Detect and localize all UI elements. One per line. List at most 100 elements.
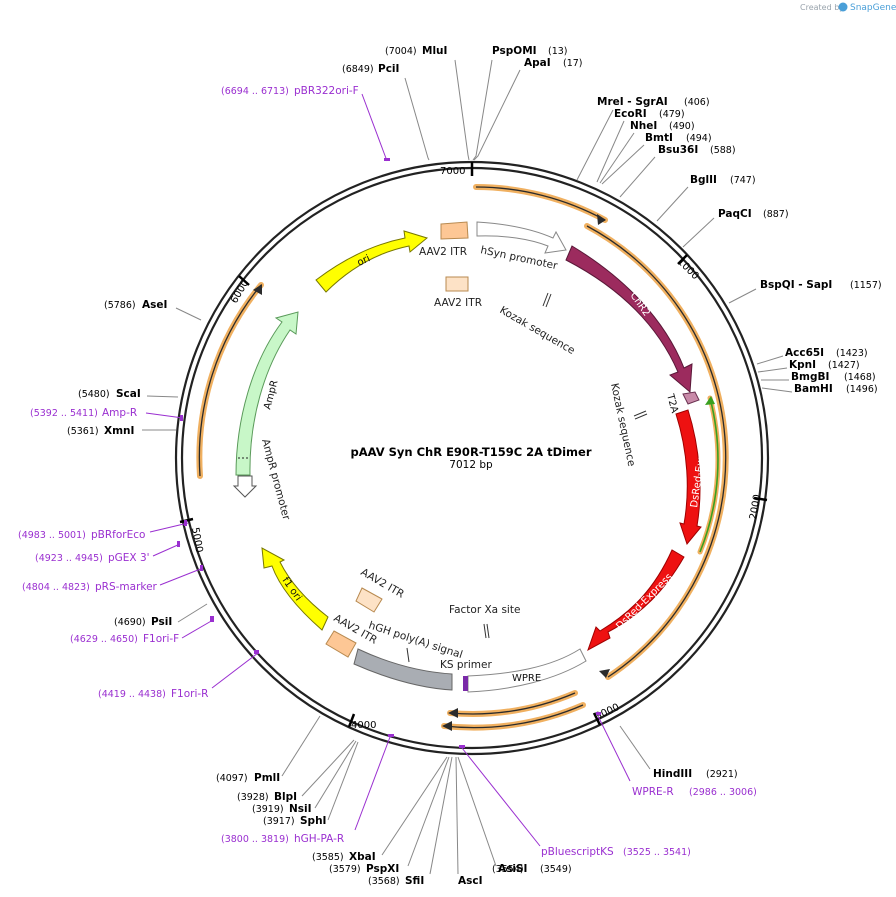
enzyme-pos-psii: (4690): [114, 617, 146, 628]
label-aav2-itr-mid: AAV2 ITR: [434, 297, 482, 309]
mark-pbrforeco: [184, 520, 187, 526]
primer-marks: [177, 158, 601, 748]
feature-dsred-2: [587, 549, 685, 652]
enzyme-name-bamhi: BamHI: [794, 383, 833, 395]
mark-f1ori-r: [254, 650, 259, 654]
enzyme-name-scai: ScaI: [116, 388, 141, 400]
arrowhead-green: [705, 396, 715, 405]
orf-arc-2-line: [586, 225, 727, 678]
tick-label-1000: 1000: [675, 256, 701, 282]
arrowhead-2: [599, 669, 610, 678]
mark-wpre-r: [596, 712, 601, 715]
tick-marks: [179, 162, 768, 728]
mark-f1ori-f: [210, 616, 214, 622]
leader-scai: [146, 395, 179, 398]
primer-name-f1ori-r: F1ori-R: [171, 688, 208, 700]
leader-nhei: [599, 132, 635, 184]
enzyme-pos-apai: (17): [563, 58, 583, 69]
feature-hsyn-promoter: [476, 221, 567, 254]
feature-aav2-itr-mid: [445, 276, 469, 292]
enzyme-name-sphi: SphI: [300, 815, 326, 827]
leader-asisi: [457, 756, 497, 867]
enzyme-pos-asei: (5786): [104, 300, 136, 311]
primer-name-pgex3: pGEX 3': [108, 552, 150, 564]
enzyme-name-ecori: EcoRI: [614, 108, 647, 120]
primer-name-prs-marker: pRS-marker: [95, 581, 158, 593]
enzyme-pos-kpni: (1427): [828, 360, 860, 371]
leader-bmti: [601, 144, 645, 185]
tick-label-7000: 7000: [440, 166, 465, 177]
mark-hgh-pa-r: [388, 734, 394, 737]
enzyme-name-asei: AseI: [142, 299, 167, 311]
enzyme-name-paqci: PaqCI: [718, 208, 752, 220]
leader-bglii: [656, 186, 689, 222]
enzyme-pos-bspqi: (1157): [850, 280, 882, 291]
tick-2000: [753, 496, 768, 502]
enzyme-pos-bamhi: (1496): [846, 384, 878, 395]
mark-pbluescriptks: [459, 745, 465, 748]
feature-wpre: [467, 648, 587, 693]
leader-asei: [175, 307, 202, 321]
feature-hgh-polya: [353, 648, 453, 691]
enzyme-name-nsii: NsiI: [289, 803, 312, 815]
kozak-mark-1b: [545, 293, 552, 308]
orf-arc-green-line: [699, 397, 719, 553]
orf-arc-1-line: [475, 186, 606, 221]
leader-blpi: [301, 739, 355, 797]
snapgene-logo-icon: [838, 2, 848, 12]
enzyme-name-mrei: MreI - SgrAI: [597, 96, 668, 108]
enzyme-name-asci: AscI: [458, 875, 483, 887]
enzyme-pos-xbai: (3585): [312, 852, 344, 863]
enzyme-pos-sphi: (3917): [263, 816, 295, 827]
label-factor-xa: Factor Xa site: [449, 604, 520, 616]
leader-apai: [473, 69, 521, 161]
enzyme-pos-acc65i: (1423): [836, 348, 868, 359]
primer-pos-pgex3: (4923 .. 4945): [35, 553, 103, 564]
enzyme-name-acc65i: Acc65I: [785, 347, 824, 359]
plasmid-length: 7012 bp: [449, 459, 493, 471]
feature-ori: [315, 230, 429, 293]
label-aav2-itr-top: AAV2 ITR: [419, 246, 467, 258]
enzyme-name-pcii: PciI: [378, 63, 399, 75]
primer-name-hgh-pa-r: hGH-PA-R: [294, 833, 344, 845]
orf-arcs: [196, 184, 729, 731]
enzyme-name-bmgbi: BmgBI: [791, 371, 829, 383]
tick-label-4000: 4000: [351, 720, 376, 731]
enzyme-name-nhei: NheI: [630, 120, 657, 132]
enzyme-pos-asisi: (3549): [540, 864, 572, 875]
kozak-mark-1a: [542, 292, 549, 307]
enzyme-name-apai: ApaI: [524, 57, 551, 69]
arrowhead-1: [597, 214, 606, 225]
primer-leaders: [145, 93, 631, 847]
enzyme-pos-pmli: (4097): [216, 773, 248, 784]
leader-kpni: [757, 367, 788, 373]
leader-pcii: [404, 77, 430, 161]
enzyme-pos-blpi: (3928): [237, 792, 269, 803]
enzyme-pos-mrei: (406): [684, 97, 710, 108]
enzyme-pos-bmgbi: (1468): [844, 372, 876, 383]
primer-pos-prs-marker: (4804 .. 4823): [22, 582, 90, 593]
primer-pos-pbluescriptks: (3525 .. 3541): [623, 847, 691, 858]
label-ori: ori: [356, 253, 372, 268]
orf-arc-3-line: [449, 692, 576, 715]
label-kozak-1: Kozak sequence: [498, 304, 577, 357]
enzyme-name-hindiii: HindIII: [653, 768, 692, 780]
orf-arrowheads: [253, 214, 715, 731]
feature-ks-primer: [463, 676, 468, 691]
plasmid-name: pAAV Syn ChR E90R-T159C 2A tDimer: [350, 445, 591, 459]
primer-name-pbr322ori-f: pBR322ori-F: [294, 85, 359, 97]
hgh-mark: [406, 647, 410, 663]
primer-labels: (6694 .. 6713) pBR322ori-F (5392 .. 5411…: [18, 85, 757, 858]
enzyme-pos-sfii: (3568): [368, 876, 400, 887]
label-hgh-polya: hGH poly(A) signal: [367, 619, 464, 661]
leader-hgh-pa-r: [354, 736, 391, 831]
enzyme-name-sfii: SfiI: [405, 875, 424, 887]
enzyme-name-psii: PsiI: [151, 616, 172, 628]
leader-pspxi: [407, 756, 450, 867]
primer-name-wpre-r: WPRE-R: [632, 786, 674, 798]
enzyme-pos-bmti: (494): [686, 133, 712, 144]
leader-hindiii: [619, 725, 651, 770]
enzyme-name-kpni: KpnI: [789, 359, 816, 371]
enzyme-pos-bglii: (747): [730, 175, 756, 186]
